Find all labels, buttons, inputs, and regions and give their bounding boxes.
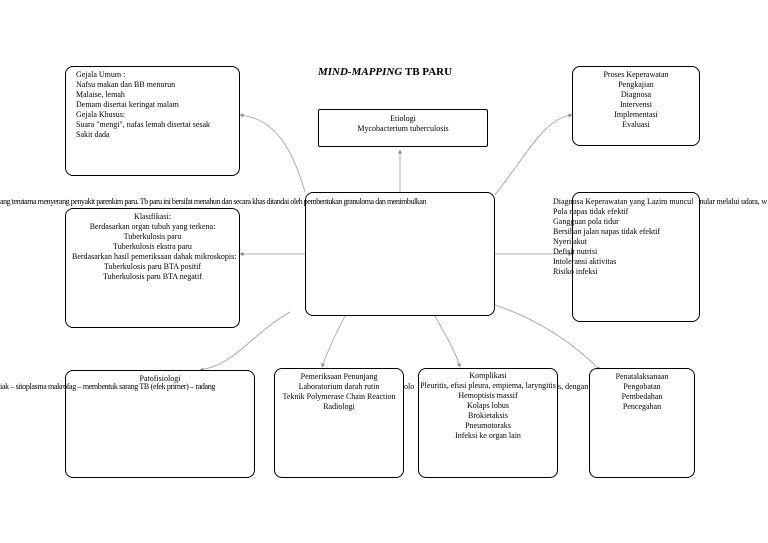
klasifikasi-line: Tuberkulosis paru [123,232,182,241]
klasifikasi-line: Tuberkulosis paru BTA negatif [103,272,202,281]
komplikasi-line: Pneumotoraks [465,421,511,430]
proses-line: Pengkajian [618,80,654,89]
komplikasi-line: Brokietaksis [468,411,508,420]
node-definisi [305,192,495,316]
etiologi-line: Mycobacterium tuberculosis [357,124,449,133]
klasifikasi-line: Berdasarkan organ tubuh yang terkena: [89,222,216,231]
komplikasi-line: Infeksi ke organ lain [455,431,521,440]
komplikasi-overflow: s, dengan [558,382,589,391]
klasifikasi-line: Klasifikasi: [134,212,171,221]
gejala-line: Gejala Khusus: [76,110,126,119]
gejala-line: Malaise, lemah [76,90,125,99]
connector-pemeriksaan [321,315,346,368]
komplikasi-line: Kolaps lobus [467,401,509,410]
title-normal: TB PARU [402,66,453,78]
proses-line: Implementasi [614,110,658,119]
komplikasi-lines: Komplikasi Pleuritis, efusi pleura, empi… [418,371,558,441]
klasifikasi-line: Tuberkulosis paru BTA positif [103,262,202,271]
penatalaksanaan-line: Pengobatan [623,382,661,391]
gejala-line: Nafsu makan dan BB menurun [76,80,176,89]
patofisiologi-line: Patofisiologi [139,374,181,383]
proses-line: Proses Keperawatan [603,70,669,79]
definisi-overflow-right: menular melalui udara, w [690,197,767,206]
komplikasi-line: Hemoptisis massif [458,391,518,400]
diagnosa-line: Intoleransi aktivitas [553,257,617,266]
komplikasi-line: Pleuritis, efusi pleura, empiema, laryng… [420,381,556,390]
node-pemeriksaan: Pemeriksaan Penunjang Laboratorium darah… [274,368,404,478]
diagnosa-line: Nyeri akut [553,237,587,246]
diagnosa-line: Bersihan jalan napas tidak efektif [553,227,661,236]
diagnosa-lines: Diagnosa Keperawatan yang Lazim muncul P… [553,197,693,277]
diagnosa-line: Defisit nutrisi [553,247,598,256]
pemeriksaan-line: Pemeriksaan Penunjang [300,372,378,381]
node-klasifikasi: Klasifikasi: Berdasarkan organ tubuh yan… [65,208,240,328]
diagnosa-line: Diagnosa Keperawatan yang Lazim muncul [553,197,694,206]
klasifikasi-line: Berdasarkan hasil pemeriksaan dahak mikr… [72,252,237,261]
proses-line: Intervensi [620,100,652,109]
node-proses-keperawatan: Proses Keperawatan Pengkajian Diagnosa I… [572,66,700,146]
gejala-line: Gejala Umum : [76,70,126,79]
node-patofisiologi: Patofisiologi [65,370,255,478]
pemeriksaan-line: Radiologi [323,402,355,411]
pemeriksaan-line: Teknik Polymerase Chain Reaction [282,392,396,401]
gejala-line: Sakit dada [76,130,110,139]
node-diagnosa [572,192,700,322]
patofisiologi-overflow: iak – sitoplasma makrofag – membentuk sa… [0,382,216,391]
connector-komplikasi [434,315,461,368]
pemeriksaan-line: Laboratorium darah rutin [298,382,380,391]
diagnosa-line: Pola napas tidak efektif [553,207,629,216]
proses-line: Diagnosa [620,90,652,99]
komplikasi-line: Komplikasi [469,371,507,380]
pemeriksaan-overflow: olo [404,382,415,391]
penatalaksanaan-line: Penatalaksanaan [615,372,669,381]
connector-penatalaksanaan [494,304,601,371]
penatalaksanaan-line: Pembedahan [621,392,663,401]
connector-gejala [239,113,306,193]
title-italic: MIND-MAPPING [317,66,403,78]
gejala-line: Suara "mengi", nafas lemah disertai sesa… [76,120,211,129]
gejala-line: Demam disertai keringat malam [76,100,179,109]
penatalaksanaan-line: Pencegahan [622,402,662,411]
node-gejala: Gejala Umum : Nafsu makan dan BB menurun… [65,66,240,176]
diagnosa-line: Gangguan pola tidur [553,217,619,226]
node-penatalaksanaan: Penatalaksanaan Pengobatan Pembedahan Pe… [589,368,695,478]
diagnosa-line: Risiko infeksi [553,267,598,276]
connector-patofisiologi [199,311,291,372]
proses-line: Evaluasi [622,120,650,129]
etiologi-line: Etiologi [390,114,416,123]
definisi-overflow-left: ang terutama menyerang penyakit parenkim… [0,197,427,206]
connector-proses [494,113,573,196]
page-title: MIND-MAPPING TB PARU [280,66,490,78]
node-komplikasi [418,368,558,478]
klasifikasi-line: Tuberkulosis ekstra paru [113,242,192,251]
node-etiologi: Etiologi Mycobacterium tuberculosis [318,109,488,147]
